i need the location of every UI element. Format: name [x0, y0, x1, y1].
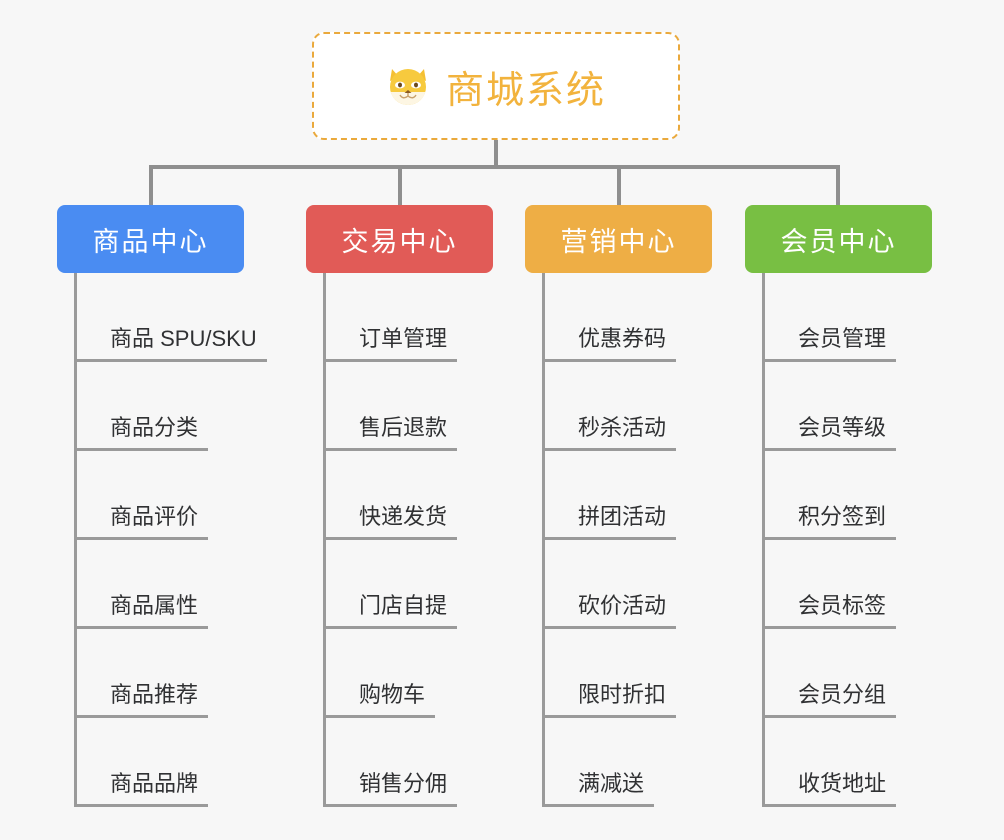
leaf-label: 商品 SPU/SKU — [77, 321, 267, 362]
leaf-item[interactable]: 售后退款 — [326, 362, 493, 451]
leaf-item[interactable]: 秒杀活动 — [545, 362, 712, 451]
leaf-label: 门店自提 — [326, 588, 458, 629]
leaf-item[interactable]: 积分签到 — [765, 451, 932, 540]
leaf-label: 秒杀活动 — [545, 410, 677, 451]
leaf-label: 积分签到 — [765, 499, 897, 540]
leaf-list-trade-center: 订单管理 售后退款 快递发货 门店自提 购物车 销售分佣 — [323, 273, 493, 807]
leaf-item[interactable]: 会员等级 — [765, 362, 932, 451]
leaf-label: 会员分组 — [765, 677, 897, 718]
leaf-label: 限时折扣 — [545, 677, 677, 718]
category-header-trade-center[interactable]: 交易中心 — [306, 205, 493, 273]
leaf-label: 商品推荐 — [77, 677, 209, 718]
leaf-label: 销售分佣 — [326, 766, 458, 807]
leaf-item[interactable]: 砍价活动 — [545, 540, 712, 629]
connector-drop-4 — [836, 165, 840, 205]
leaf-list-member-center: 会员管理 会员等级 积分签到 会员标签 会员分组 收货地址 — [762, 273, 932, 807]
leaf-item[interactable]: 商品评价 — [77, 451, 244, 540]
category-label: 交易中心 — [341, 226, 458, 257]
leaf-item[interactable]: 会员分组 — [765, 629, 932, 718]
leaf-item[interactable]: 收货地址 — [765, 718, 932, 807]
leaf-label: 商品品牌 — [77, 766, 209, 807]
branch-product-center: 商品中心 商品 SPU/SKU 商品分类 商品评价 商品属性 商品推荐 商品品牌 — [57, 205, 267, 807]
leaf-list-marketing-center: 优惠券码 秒杀活动 拼团活动 砍价活动 限时折扣 满减送 — [542, 273, 712, 807]
leaf-label: 会员等级 — [765, 410, 897, 451]
leaf-item[interactable]: 销售分佣 — [326, 718, 493, 807]
leaf-label: 快递发货 — [326, 499, 458, 540]
leaf-item[interactable]: 商品 SPU/SKU — [77, 273, 267, 362]
leaf-label: 购物车 — [326, 677, 436, 718]
category-label: 商品中心 — [92, 226, 209, 257]
leaf-item[interactable]: 门店自提 — [326, 540, 493, 629]
root-node[interactable]: 商城系统 — [312, 32, 680, 140]
connector-drop-3 — [617, 165, 621, 205]
leaf-label: 拼团活动 — [545, 499, 677, 540]
leaf-item[interactable]: 购物车 — [326, 629, 493, 718]
dog-face-icon — [386, 63, 432, 109]
category-label: 会员中心 — [780, 226, 897, 257]
leaf-item[interactable]: 商品分类 — [77, 362, 244, 451]
leaf-label: 会员管理 — [765, 321, 897, 362]
leaf-item[interactable]: 优惠券码 — [545, 273, 712, 362]
leaf-label: 优惠券码 — [545, 321, 677, 362]
leaf-label: 收货地址 — [765, 766, 897, 807]
connector-horizontal-bus — [150, 165, 838, 169]
leaf-label: 订单管理 — [326, 321, 458, 362]
leaf-item[interactable]: 拼团活动 — [545, 451, 712, 540]
leaf-label: 砍价活动 — [545, 588, 677, 629]
leaf-label: 商品分类 — [77, 410, 209, 451]
leaf-item[interactable]: 会员管理 — [765, 273, 932, 362]
category-header-marketing-center[interactable]: 营销中心 — [525, 205, 712, 273]
branch-member-center: 会员中心 会员管理 会员等级 积分签到 会员标签 会员分组 收货地址 — [745, 205, 932, 807]
leaf-label: 商品属性 — [77, 588, 209, 629]
leaf-item[interactable]: 商品推荐 — [77, 629, 244, 718]
leaf-item[interactable]: 商品属性 — [77, 540, 244, 629]
branch-trade-center: 交易中心 订单管理 售后退款 快递发货 门店自提 购物车 销售分佣 — [306, 205, 493, 807]
leaf-label: 会员标签 — [765, 588, 897, 629]
connector-drop-2 — [398, 165, 402, 205]
connector-drop-1 — [149, 165, 153, 205]
leaf-item[interactable]: 快递发货 — [326, 451, 493, 540]
leaf-label: 商品评价 — [77, 499, 209, 540]
category-header-product-center[interactable]: 商品中心 — [57, 205, 244, 273]
leaf-item[interactable]: 会员标签 — [765, 540, 932, 629]
leaf-label: 售后退款 — [326, 410, 458, 451]
leaf-item[interactable]: 订单管理 — [326, 273, 493, 362]
leaf-item[interactable]: 限时折扣 — [545, 629, 712, 718]
connector-root-stem — [494, 140, 498, 168]
category-header-member-center[interactable]: 会员中心 — [745, 205, 932, 273]
leaf-list-product-center: 商品 SPU/SKU 商品分类 商品评价 商品属性 商品推荐 商品品牌 — [74, 273, 267, 807]
leaf-item[interactable]: 商品品牌 — [77, 718, 244, 807]
leaf-item[interactable]: 满减送 — [545, 718, 712, 807]
category-label: 营销中心 — [560, 226, 677, 257]
root-title: 商城系统 — [445, 69, 606, 112]
leaf-label: 满减送 — [545, 766, 655, 807]
branch-marketing-center: 营销中心 优惠券码 秒杀活动 拼团活动 砍价活动 限时折扣 满减送 — [525, 205, 712, 807]
